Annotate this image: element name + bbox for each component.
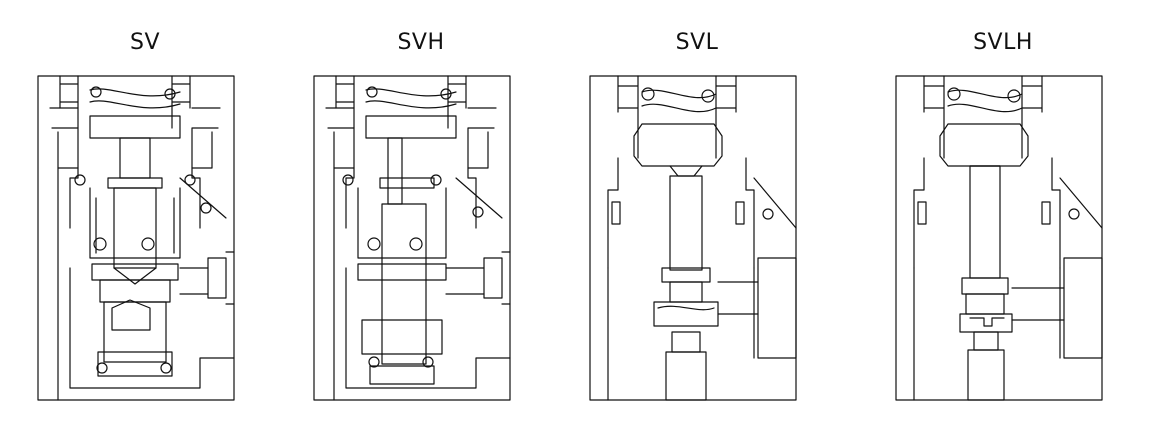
valve-diagram-svlh: SVLH <box>888 0 1118 430</box>
valve-section-drawing <box>37 75 235 401</box>
valve-diagram-svh: SVH <box>306 0 536 430</box>
diagram-title: SVH <box>397 30 445 55</box>
diagram-title: SVLH <box>973 30 1033 55</box>
valve-diagram-sv: SV <box>30 0 260 430</box>
diagram-title: SV <box>129 30 160 55</box>
valve-section-drawing <box>313 75 511 401</box>
valve-section-drawing <box>895 75 1103 401</box>
valve-section-drawing <box>589 75 797 401</box>
valve-diagram-svl: SVL <box>582 0 812 430</box>
diagram-title: SVL <box>675 30 719 55</box>
